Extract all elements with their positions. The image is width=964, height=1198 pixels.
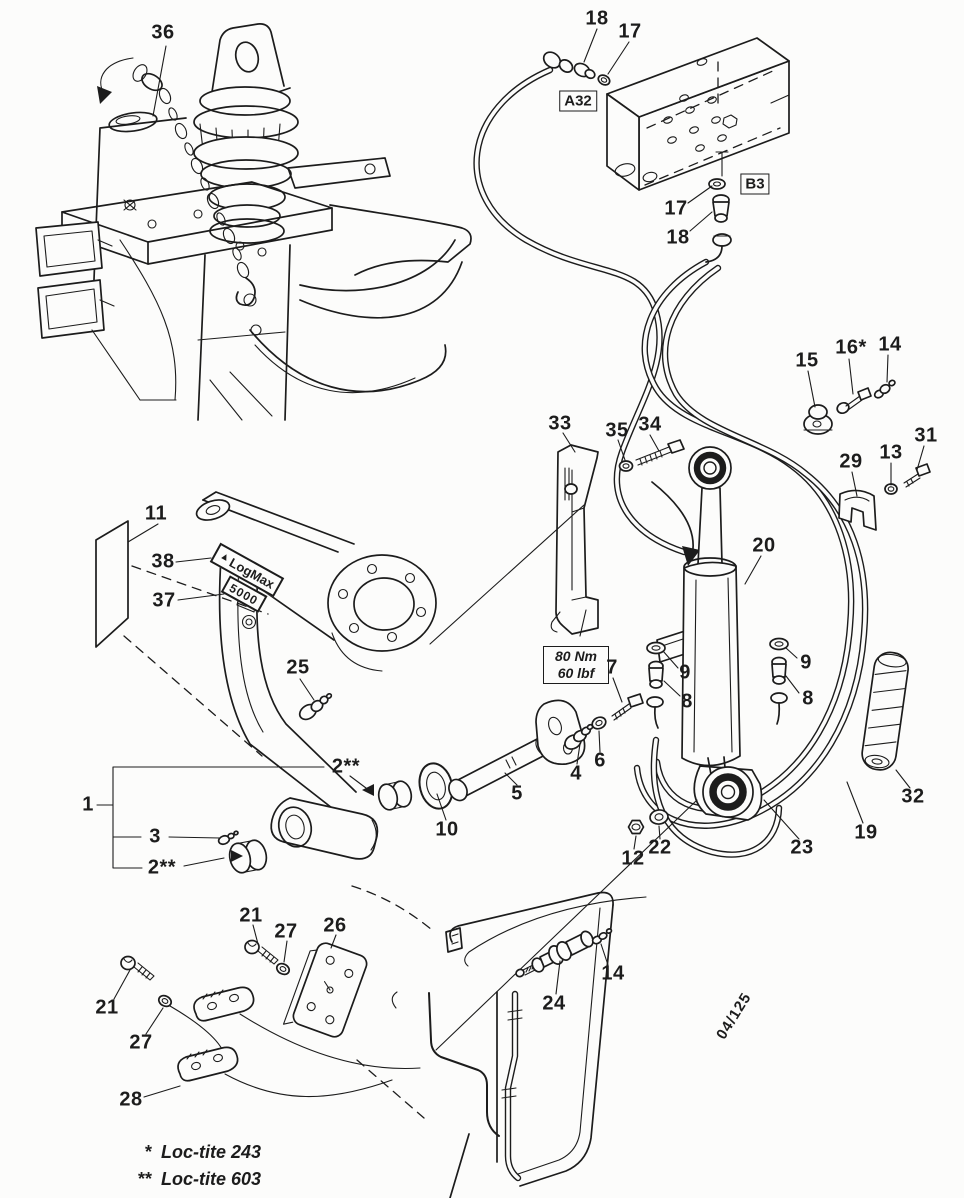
callout-label: 21 <box>239 904 263 927</box>
washer-27-upper-drawing <box>275 962 291 976</box>
callout-label: 5 <box>511 782 523 805</box>
washer-22-drawing <box>649 809 669 825</box>
footnote-text-2: Loc-tite 603 <box>161 1169 262 1189</box>
callout-label: 3 <box>149 825 161 848</box>
bushing-2-lower-drawing <box>228 839 268 874</box>
bolt-7-drawing <box>611 693 644 721</box>
callout-label: 8 <box>681 690 693 713</box>
tilt-cylinder-drawing <box>656 446 763 821</box>
callout-label: 18 <box>666 226 690 249</box>
callout-label: 21 <box>95 996 119 1019</box>
footnote-loctite-243: * Loc-tite 243 <box>100 1142 261 1163</box>
hose-fitting-a32-drawing <box>542 51 611 86</box>
footnote-marker-1: * <box>144 1142 152 1162</box>
bolt-16-drawing <box>836 387 872 415</box>
head-frame-drawing <box>35 111 472 421</box>
torque-note-lbf: 60 lbf <box>557 665 595 681</box>
callout-label: 1 <box>82 793 94 816</box>
callout-label: 26 <box>323 914 347 937</box>
spiral-hose-wrap-drawing <box>861 651 909 771</box>
callout-label: 24 <box>542 992 566 1015</box>
callout-label: 2** <box>331 755 361 778</box>
callout-label: 8 <box>802 687 814 710</box>
callout-label: 17 <box>664 197 688 220</box>
callout-label: 18 <box>585 7 609 30</box>
callout-label: 33 <box>548 412 572 435</box>
callout-label: 2** <box>147 856 177 879</box>
callout-label: 12 <box>621 847 645 870</box>
assembly-arrow <box>651 481 700 566</box>
clamp-block-upper-drawing <box>193 986 421 1070</box>
footnote-marker-2: ** <box>137 1169 152 1189</box>
cylinder-port-fittings-left-drawing <box>646 641 666 729</box>
grease-nipple-3-drawing <box>217 830 239 846</box>
washer-35-drawing <box>618 460 634 472</box>
plug-4-drawing <box>564 723 594 750</box>
callout-label: 4 <box>570 762 582 785</box>
callout-label: 34 <box>638 413 662 436</box>
grease-nipple-25-drawing <box>298 692 333 721</box>
rotator-assembly-drawing <box>97 23 299 306</box>
callout-label: 9 <box>800 651 812 674</box>
lower-frame-door-drawing <box>351 799 698 1198</box>
callout-label: 15 <box>795 349 819 372</box>
leader-lines <box>96 28 925 1098</box>
fitting-14-right-drawing <box>873 379 896 399</box>
footnote-loctite-603: ** Loc-tite 603 <box>100 1169 261 1190</box>
callout-label: 11 <box>144 502 168 525</box>
callout-label: 38 <box>151 550 175 573</box>
cylinder-port-fittings-right-drawing <box>769 637 789 725</box>
hydraulic-hose-paths <box>473 66 869 858</box>
fitting-14-bottom-drawing <box>591 928 613 945</box>
bushing-2-upper-drawing <box>377 780 413 811</box>
guard-bracket-drawing <box>550 444 599 637</box>
callout-label: 10 <box>435 818 459 841</box>
callout-label: 25 <box>286 656 310 679</box>
torque-note: 80 Nm 60 lbf <box>543 646 609 684</box>
footnote-text-1: Loc-tite 243 <box>161 1142 262 1162</box>
bolt-34-drawing <box>635 439 685 466</box>
callout-label: 22 <box>648 836 672 859</box>
callout-label: 20 <box>752 534 776 557</box>
hose-clamp-29-drawing <box>838 489 877 531</box>
callout-label: 27 <box>129 1031 153 1054</box>
callout-label: 31 <box>914 424 938 447</box>
callout-label: 19 <box>854 821 878 844</box>
callout-label: 23 <box>790 836 814 859</box>
callout-label: 9 <box>679 661 691 684</box>
valve-block-drawing <box>606 37 790 191</box>
bolt-31-drawing <box>903 463 931 488</box>
callout-label: 7 <box>606 656 618 679</box>
washer-6-drawing <box>591 716 607 730</box>
port-label-b3: B3 <box>740 173 770 195</box>
callout-label: 13 <box>879 441 903 464</box>
sensor-24-drawing <box>515 930 594 978</box>
callout-label: 35 <box>605 419 629 442</box>
callout-label: 16* <box>835 336 867 359</box>
callout-label: 37 <box>152 589 176 612</box>
callout-label: 14 <box>878 333 902 356</box>
clamp-block-lower-drawing <box>177 1046 393 1098</box>
callout-label: 36 <box>151 21 175 44</box>
callout-label: 17 <box>618 20 642 43</box>
screw-21-upper-drawing <box>244 939 279 965</box>
callout-label: 14 <box>601 962 625 985</box>
hose-fitting-b3-drawing <box>705 178 732 263</box>
grommet-15-drawing <box>803 404 833 435</box>
torque-note-nm: 80 Nm <box>554 648 598 664</box>
callout-label: 28 <box>119 1088 143 1111</box>
callout-label: 29 <box>839 450 863 473</box>
cover-plate-26-drawing <box>282 942 368 1038</box>
callout-label: 6 <box>594 749 606 772</box>
port-label-a32: A32 <box>559 90 597 112</box>
callout-label: 27 <box>274 920 298 943</box>
callout-label: 32 <box>901 785 925 808</box>
screw-21-lower-drawing <box>120 955 155 981</box>
nut-12-drawing <box>627 819 645 835</box>
